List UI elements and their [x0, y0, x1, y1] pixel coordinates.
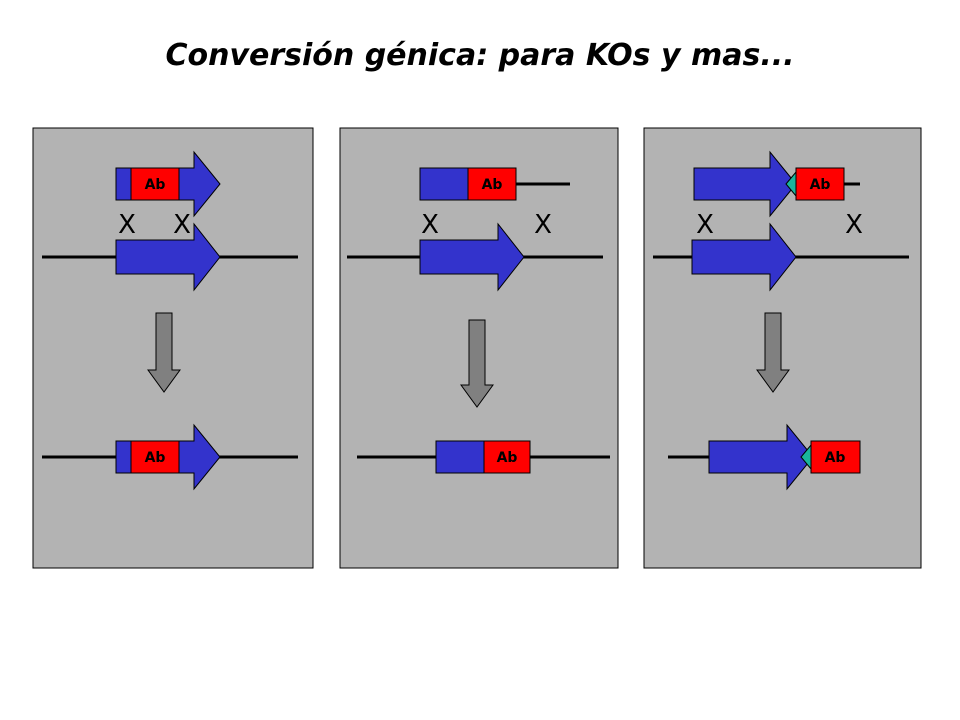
crossover-mark-left: X [696, 210, 714, 240]
marker-label: Ab [497, 450, 518, 466]
panel-2-donor-construct: Ab [419, 167, 570, 201]
panel-2: Ab X X Ab [339, 127, 619, 569]
panel-2-result-locus: Ab [357, 440, 610, 474]
gene-fragment-box [435, 440, 485, 474]
process-arrow [460, 319, 494, 408]
process-arrow [147, 312, 181, 393]
marker-box [810, 440, 861, 474]
crossover-mark-right: X [534, 210, 552, 240]
panel-3: Ab X X Ab [643, 127, 922, 569]
target-gene-arrow [115, 222, 221, 292]
process-arrow [756, 312, 790, 393]
gene-fragment-box [419, 167, 469, 201]
panel-1-target-locus [42, 222, 298, 292]
target-gene-arrow [691, 222, 797, 292]
panel-1-result-locus: Ab [42, 423, 298, 491]
marker-label: Ab [825, 450, 846, 466]
marker-box [467, 167, 517, 201]
crossover-mark-left: X [421, 210, 439, 240]
marker-box [483, 440, 531, 474]
result-gene-arrow [708, 423, 814, 491]
crossover-mark-right: X [173, 210, 191, 240]
marker-box [130, 440, 180, 474]
panel-3-target-locus [653, 222, 909, 292]
panel-2-target-locus [347, 222, 603, 292]
marker-box [795, 167, 845, 201]
panel-3-result-locus: Ab [668, 423, 861, 491]
marker-label: Ab [145, 177, 166, 193]
donor-gene-arrow [693, 150, 797, 218]
page-title: Conversión génica: para KOs y mas... [165, 38, 795, 73]
panel-3-donor-construct: Ab [693, 150, 860, 218]
marker-box [130, 167, 180, 201]
marker-label: Ab [810, 177, 831, 193]
panel-1-background [32, 127, 314, 569]
marker-label: Ab [482, 177, 503, 193]
target-gene-arrow [419, 222, 525, 292]
panel-1: Ab X X Ab [32, 127, 314, 569]
crossover-mark-left: X [118, 210, 136, 240]
crossover-mark-right: X [845, 210, 863, 240]
marker-label: Ab [145, 450, 166, 466]
panel-1-donor-construct: Ab [115, 150, 221, 218]
